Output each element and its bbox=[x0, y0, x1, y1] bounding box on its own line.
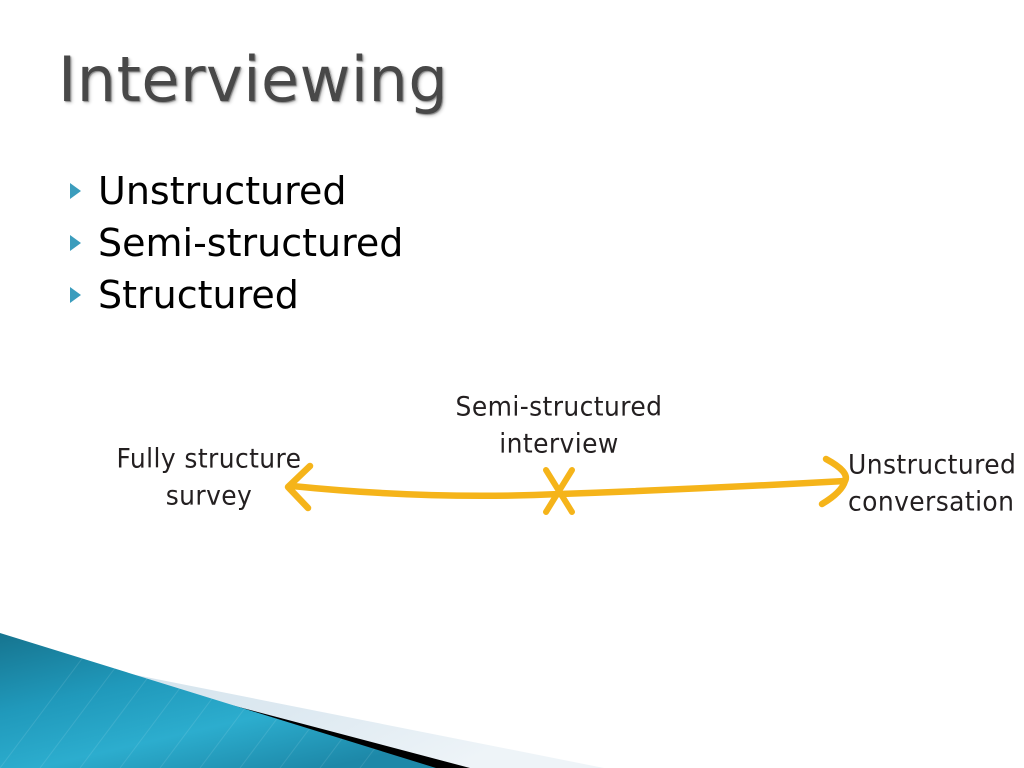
corner-wedge-texture bbox=[0, 633, 436, 768]
triangle-bullet-icon bbox=[64, 165, 86, 217]
list-item-label: Structured bbox=[98, 273, 299, 317]
diagram-label-center-line2: interview bbox=[499, 428, 619, 459]
list-item: Structured bbox=[64, 269, 764, 321]
triangle-bullet-icon bbox=[64, 217, 86, 269]
diagram-label-center: Semi-structured interview bbox=[452, 388, 666, 462]
theme-corner-wedges-decoration bbox=[0, 633, 604, 768]
continuum-line bbox=[288, 477, 849, 500]
continuum-arrow-graphic bbox=[284, 455, 850, 515]
diagram-label-left-line1: Fully structure bbox=[116, 443, 302, 474]
list-item-label: Unstructured bbox=[98, 169, 347, 213]
continuum-diagram: Fully structure survey Semi-structured i… bbox=[0, 370, 1024, 550]
list-item-label: Semi-structured bbox=[98, 221, 404, 265]
diagram-label-right-line2: conversation bbox=[848, 486, 1015, 517]
arrow-left-chevron-icon bbox=[284, 462, 314, 512]
diagram-label-left-line2: survey bbox=[165, 480, 253, 511]
list-item: Unstructured bbox=[64, 165, 764, 217]
diagram-label-left: Fully structure survey bbox=[104, 440, 314, 514]
x-cross-marker-icon bbox=[543, 467, 575, 515]
page-title: Interviewing bbox=[58, 43, 449, 116]
diagram-label-right: Unstructured conversation bbox=[848, 446, 1024, 520]
corner-wedge-black bbox=[0, 644, 470, 768]
list-item: Semi-structured bbox=[64, 217, 764, 269]
triangle-bullet-icon bbox=[64, 269, 86, 321]
corner-wedge-teal bbox=[0, 633, 436, 768]
bullet-list: Unstructured Semi-structured Structured bbox=[64, 165, 764, 321]
diagram-label-right-line1: Unstructured bbox=[848, 449, 1017, 480]
corner-wedge-pale bbox=[0, 648, 604, 768]
arrow-right-chevron-icon bbox=[818, 455, 850, 508]
diagram-label-center-line1: Semi-structured bbox=[455, 391, 663, 422]
